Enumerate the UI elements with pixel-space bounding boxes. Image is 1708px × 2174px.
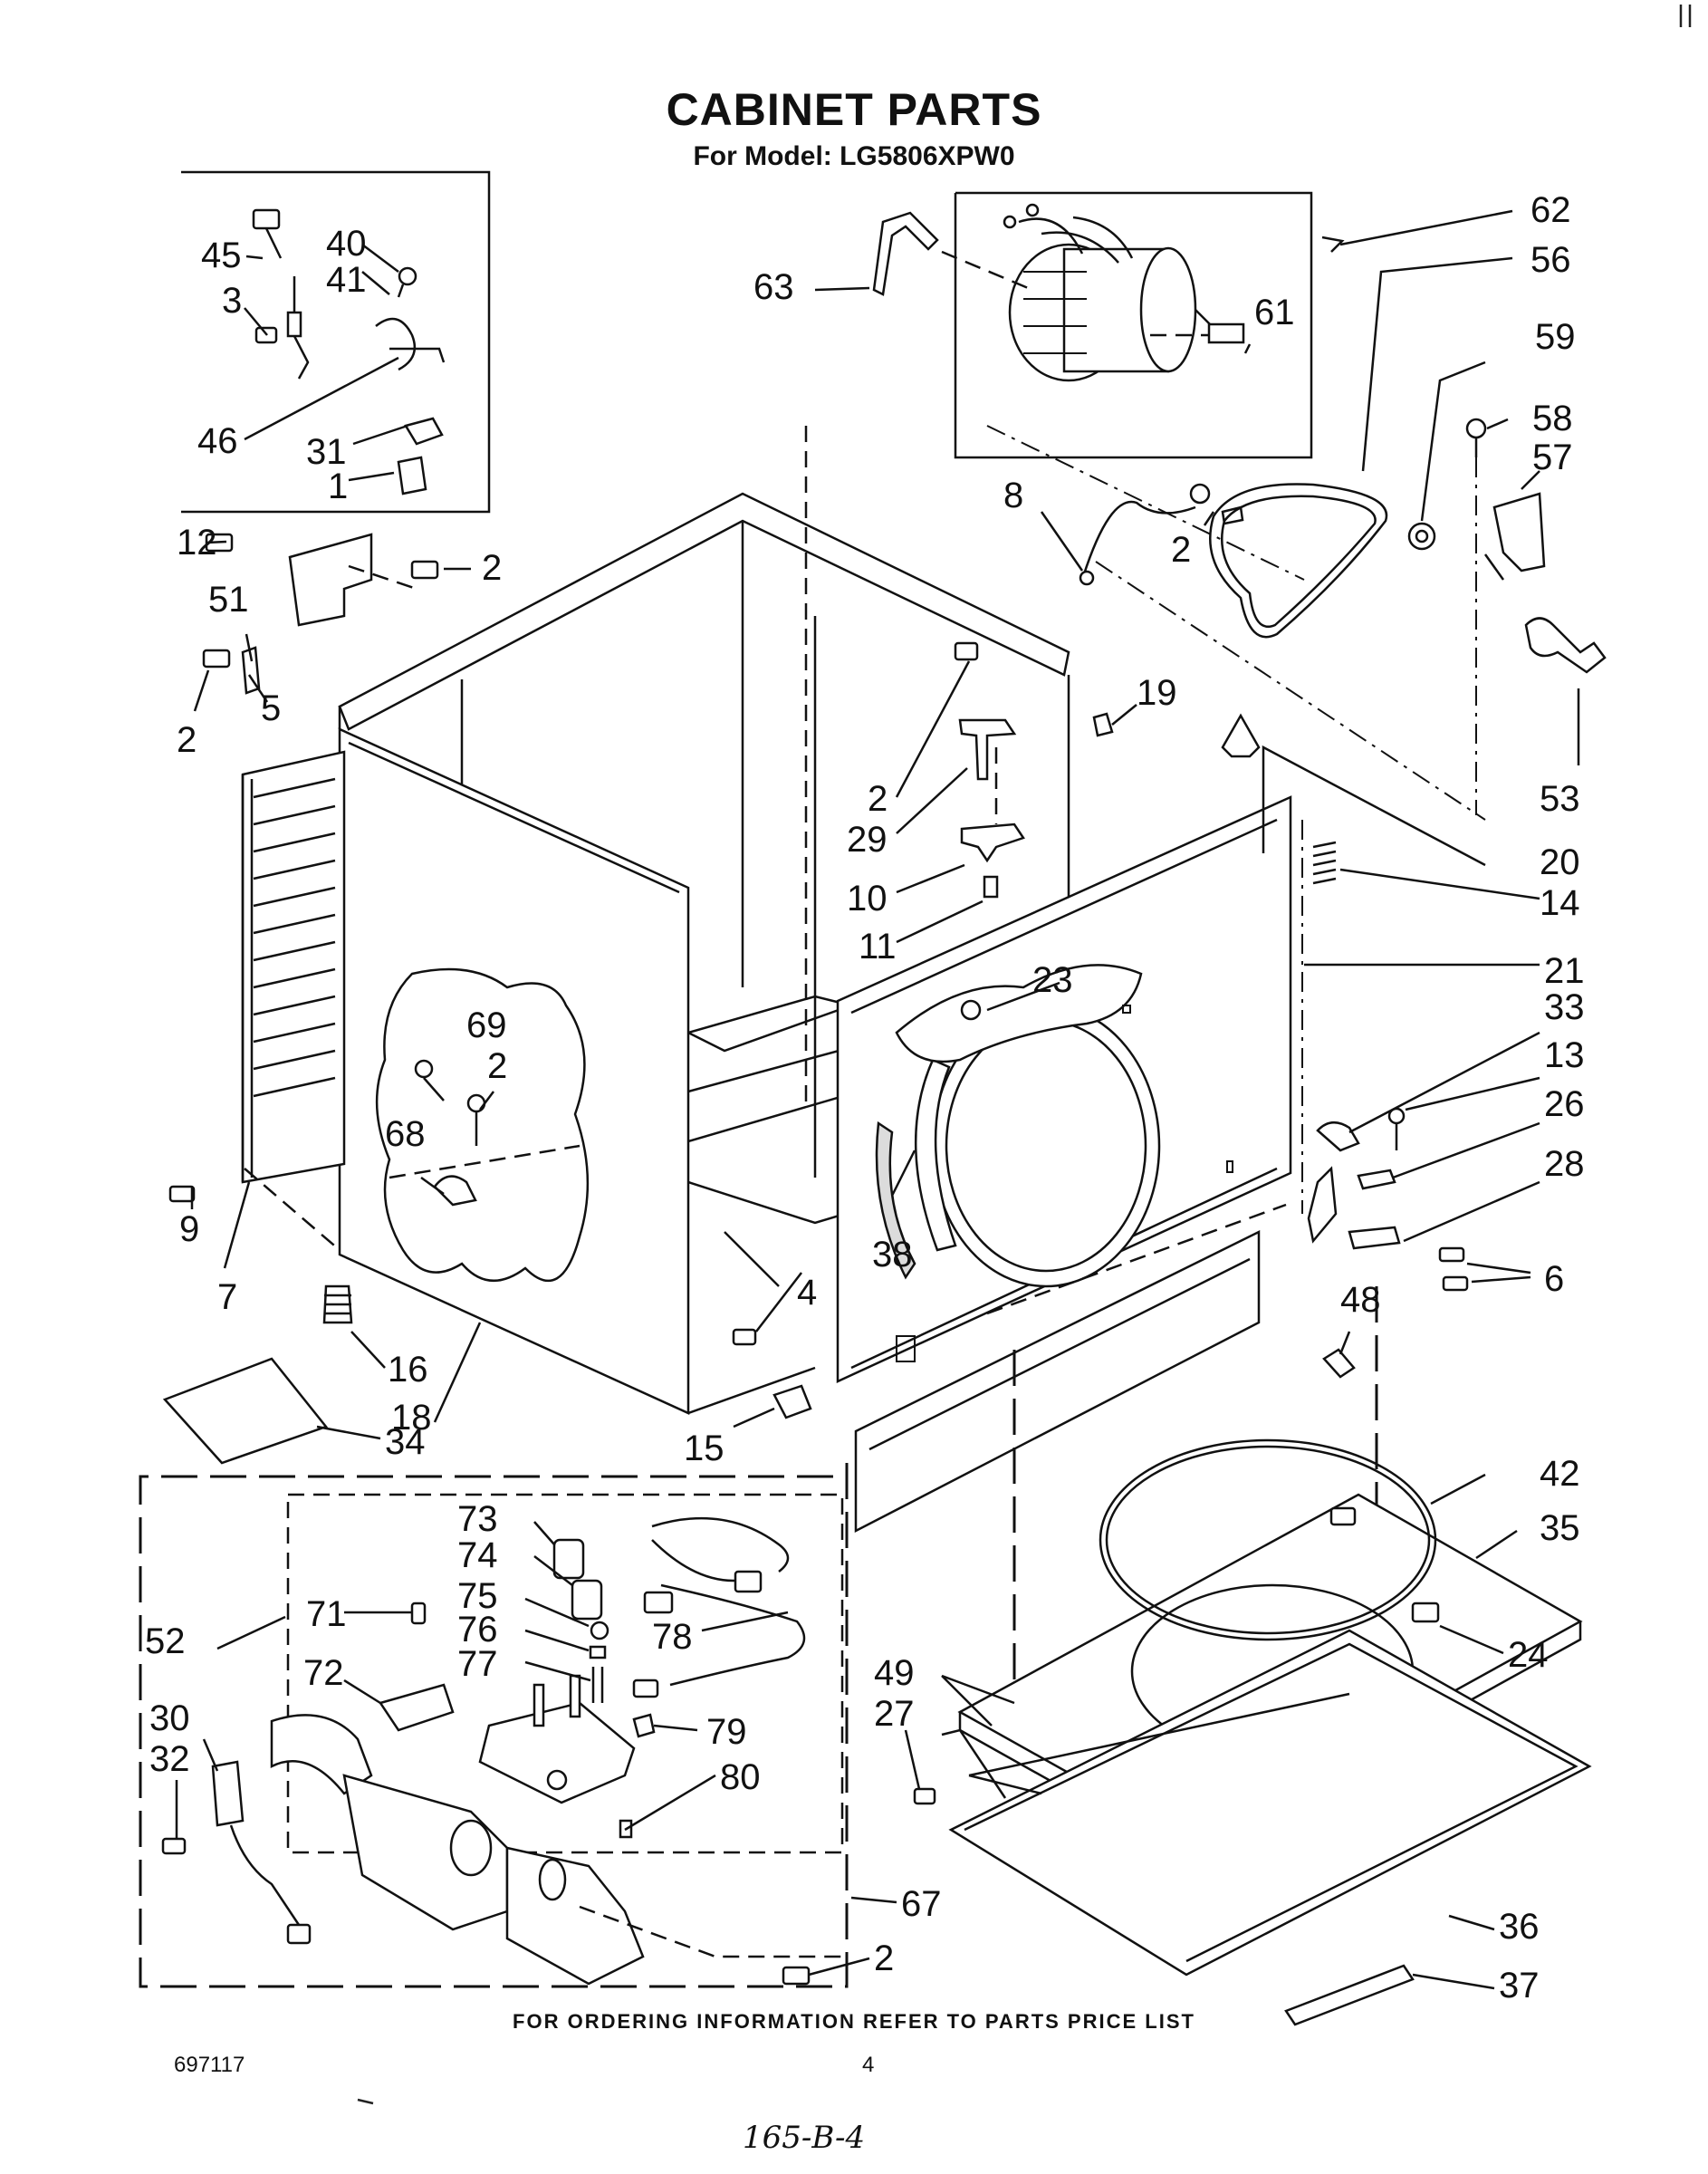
callout-27: 27 xyxy=(874,1694,915,1734)
callout-56: 56 xyxy=(1530,240,1571,280)
callout-48: 48 xyxy=(1340,1280,1381,1320)
callout-58: 58 xyxy=(1532,399,1573,438)
callout-5: 5 xyxy=(261,688,281,728)
callout-11: 11 xyxy=(859,927,897,967)
callout-71: 71 xyxy=(306,1594,347,1634)
callout-2d: 2 xyxy=(868,779,888,819)
callout-6: 6 xyxy=(1544,1259,1564,1299)
callout-67: 67 xyxy=(901,1884,942,1924)
callout-2f: 2 xyxy=(874,1938,894,1978)
callout-labels: 62 56 63 61 59 58 57 8 2 53 45 40 41 3 4… xyxy=(145,190,1585,2006)
motor-assembly-box xyxy=(954,191,1313,459)
callout-69: 69 xyxy=(466,1005,507,1045)
document-number: 697117 xyxy=(174,2053,245,2077)
callout-12: 12 xyxy=(177,523,217,563)
idler-arm xyxy=(1524,617,1607,674)
callout-14: 14 xyxy=(1540,883,1580,923)
base-and-toe-panel xyxy=(854,1203,1592,2026)
callout-8: 8 xyxy=(1003,476,1023,515)
callout-10: 10 xyxy=(847,879,888,919)
callout-51: 51 xyxy=(208,580,249,620)
callout-20: 20 xyxy=(1540,842,1580,882)
callout-13: 13 xyxy=(1544,1035,1585,1075)
callout-62: 62 xyxy=(1530,190,1571,230)
callout-59: 59 xyxy=(1535,317,1576,357)
callout-40: 40 xyxy=(326,224,367,264)
model-subtitle: For Model: LG5806XPW0 xyxy=(693,141,1015,171)
drive-belt xyxy=(1209,483,1388,639)
callout-61: 61 xyxy=(1254,293,1295,332)
callout-41: 41 xyxy=(326,260,367,300)
callout-15: 15 xyxy=(684,1428,724,1468)
callout-2b: 2 xyxy=(482,548,502,588)
callout-80: 80 xyxy=(720,1757,761,1797)
callout-24: 24 xyxy=(1508,1635,1549,1675)
callout-18: 18 xyxy=(391,1398,432,1438)
callout-72: 72 xyxy=(303,1653,344,1693)
callout-35: 35 xyxy=(1540,1508,1580,1548)
motor-bracket xyxy=(872,211,939,296)
callout-38: 38 xyxy=(872,1235,913,1275)
callout-32: 32 xyxy=(149,1739,190,1779)
leader-lines xyxy=(175,209,1580,1990)
callout-33: 33 xyxy=(1544,987,1585,1027)
callout-19: 19 xyxy=(1137,673,1177,713)
callout-30: 30 xyxy=(149,1698,190,1738)
callout-53: 53 xyxy=(1540,779,1580,819)
callout-75: 75 xyxy=(457,1576,498,1616)
idler-pulley xyxy=(1407,522,1436,551)
burner-assembly-box xyxy=(139,1463,849,1988)
callout-77: 77 xyxy=(457,1644,498,1684)
callout-36: 36 xyxy=(1499,1907,1540,1947)
callout-34: 34 xyxy=(385,1422,426,1462)
callout-7: 7 xyxy=(217,1277,237,1317)
callout-3: 3 xyxy=(222,281,242,321)
callout-2c: 2 xyxy=(177,720,197,760)
callout-1: 1 xyxy=(328,467,348,506)
callout-68: 68 xyxy=(385,1114,426,1154)
callout-2: 2 xyxy=(1171,530,1191,570)
callout-63: 63 xyxy=(753,267,794,307)
callout-42: 42 xyxy=(1540,1454,1580,1494)
callout-23: 23 xyxy=(1032,960,1073,1000)
ground-wire xyxy=(1080,500,1196,581)
callout-9: 9 xyxy=(179,1209,199,1249)
callout-29: 29 xyxy=(847,820,888,860)
callout-78: 78 xyxy=(652,1617,693,1657)
callout-74: 74 xyxy=(457,1535,498,1575)
callout-28: 28 xyxy=(1544,1144,1585,1184)
callout-26: 26 xyxy=(1544,1084,1585,1124)
callout-73: 73 xyxy=(457,1499,498,1539)
callout-46: 46 xyxy=(197,421,238,461)
callout-45: 45 xyxy=(201,236,242,275)
cutaway-view xyxy=(375,967,590,1283)
page-number: 4 xyxy=(862,2053,875,2077)
handwritten-note: 165-B-4 xyxy=(743,2120,866,2156)
callout-52: 52 xyxy=(145,1621,186,1661)
callout-37: 37 xyxy=(1499,1966,1540,2006)
callout-2e: 2 xyxy=(487,1046,507,1086)
callout-16: 16 xyxy=(388,1350,428,1390)
callout-21: 21 xyxy=(1544,951,1585,991)
callout-31: 31 xyxy=(306,432,347,472)
cabinet-frame xyxy=(241,426,1070,1415)
front-door-panel xyxy=(836,795,1292,1383)
callout-57: 57 xyxy=(1532,438,1573,477)
page-title: CABINET PARTS xyxy=(666,84,1042,135)
callout-49: 49 xyxy=(874,1653,915,1693)
ordering-info-footer: FOR ORDERING INFORMATION REFER TO PARTS … xyxy=(513,2010,1195,2033)
small-hardware xyxy=(162,533,812,1465)
callout-79: 79 xyxy=(706,1712,747,1752)
callout-76: 76 xyxy=(457,1610,498,1650)
inset-box-small-parts xyxy=(181,170,491,514)
callout-4: 4 xyxy=(797,1273,817,1313)
